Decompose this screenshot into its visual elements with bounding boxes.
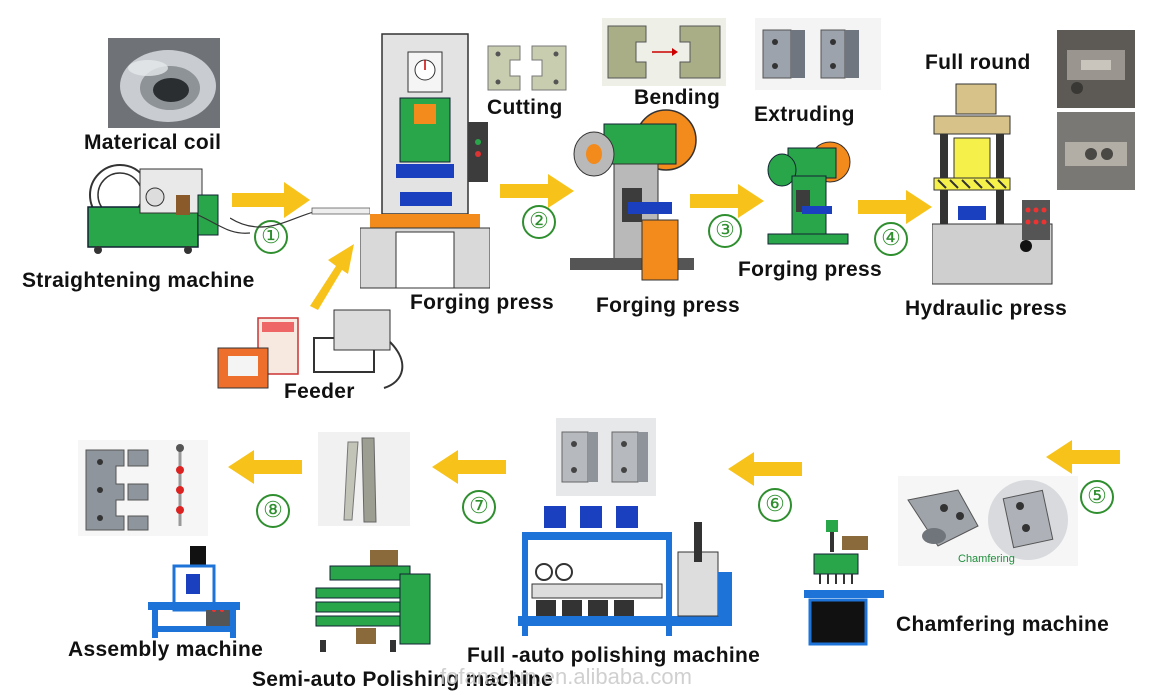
semi-auto-polishing-machine (315, 550, 431, 652)
chamfering-machine (804, 520, 884, 646)
chamfering-machine-label: Chamfering machine (896, 613, 1110, 636)
step-3-badge: ③ (708, 214, 742, 248)
cutting-label: Cutting (487, 96, 563, 119)
feed-strip (230, 207, 370, 228)
semi-auto-part-photo (318, 432, 410, 526)
full-auto-polishing-label: Full -auto polishing machine (467, 644, 761, 667)
step-8-badge: ⑧ (256, 494, 290, 528)
arrow-left-7 (432, 450, 506, 484)
feeder-label: Feeder (284, 380, 355, 403)
semi-auto-polishing-label: Semi-auto Polishing machine (252, 668, 553, 691)
material-coil-photo (108, 38, 220, 128)
chamfering-tag: Chamfering (958, 553, 1015, 565)
full-round-photo-top (1057, 30, 1135, 108)
finished-hinge-photo (78, 440, 208, 536)
arrow-left-8 (228, 450, 302, 484)
forging-press-2 (570, 109, 697, 281)
step-5-badge: ⑤ (1080, 480, 1114, 514)
hydraulic-press (932, 83, 1053, 285)
full-round-label: Full round (925, 51, 1031, 74)
extruding-part-photo (755, 18, 881, 90)
bending-part-photo (602, 18, 726, 86)
arrow-right-3 (690, 184, 764, 218)
step-1-badge: ① (254, 220, 288, 254)
step-2-badge: ② (522, 205, 556, 239)
full-round-photo-bottom (1057, 112, 1135, 190)
forging-press-3 (767, 141, 851, 245)
straightening-machine-label: Straightening machine (22, 269, 255, 292)
forging-press-1-label: Forging press (410, 291, 554, 314)
watermark: fofanshun.en.alibaba.com (440, 664, 692, 689)
arrow-right-2 (500, 174, 574, 208)
arrow-left-6 (728, 452, 802, 486)
forging-press-3-label: Forging press (738, 258, 882, 281)
cutting-part-photo (487, 45, 567, 91)
hydraulic-press-label: Hydraulic press (905, 297, 1068, 320)
bending-label: Bending (634, 86, 721, 109)
assembly-machine (148, 546, 240, 638)
assembly-machine-label: Assembly machine (68, 638, 264, 661)
full-auto-polishing-machine (518, 506, 732, 636)
forging-press-1 (360, 33, 490, 289)
step-6-badge: ⑥ (758, 488, 792, 522)
chamfering-photo (898, 476, 1078, 566)
step-4-badge: ④ (874, 222, 908, 256)
feeder-machine (217, 309, 404, 389)
straightening-machine (87, 164, 250, 254)
polished-hinges-photo (556, 418, 656, 496)
arrow-up-feeder (310, 244, 354, 310)
forging-press-2-label: Forging press (596, 294, 740, 317)
step-7-badge: ⑦ (462, 490, 496, 524)
material-coil-label: Materical coil (84, 131, 222, 154)
arrow-right-1 (232, 182, 310, 218)
arrow-right-4 (858, 190, 932, 224)
arrow-left-5 (1046, 440, 1120, 474)
extruding-label: Extruding (754, 103, 855, 126)
